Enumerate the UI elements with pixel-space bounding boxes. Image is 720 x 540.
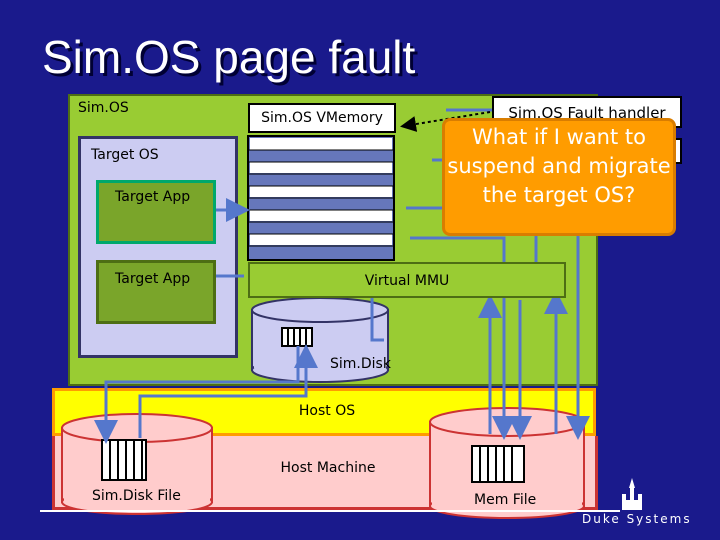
simdisk-cylinder — [251, 297, 389, 383]
footer-brand: Duke Systems — [582, 512, 692, 526]
mem-file-label: Mem File — [474, 492, 537, 508]
target-os-label: Target OS — [91, 147, 159, 163]
arrow-disk-to-file-2 — [138, 344, 318, 438]
target-app-label-2: Target App — [115, 271, 191, 287]
arrow-vmem-mem — [410, 236, 516, 440]
host-machine-label: Host Machine — [280, 460, 376, 476]
footer-divider — [40, 510, 620, 512]
duke-chapel-icon — [622, 478, 642, 510]
slide-title: Sim.OS page fault — [42, 31, 416, 83]
simdisk-label: Sim.Disk — [330, 356, 391, 372]
arrow-mmu-disk — [370, 298, 384, 342]
host-os-label: Host OS — [298, 403, 356, 419]
callout-question: What if I want to suspend and migrate th… — [442, 118, 676, 236]
virtual-mmu-box: Virtual MMU — [248, 262, 566, 298]
target-app-box-2: Target App — [96, 260, 216, 324]
target-app-label-1: Target App — [115, 189, 191, 205]
target-app-box-1: Target App — [96, 180, 216, 244]
vmemory-label: Sim.OS VMemory — [248, 103, 396, 133]
simos-label: Sim.OS — [78, 100, 129, 116]
vmemory-pages — [247, 135, 395, 261]
simdisk-file-label: Sim.Disk File — [92, 488, 181, 504]
simdisk-file-cylinder — [61, 413, 213, 515]
